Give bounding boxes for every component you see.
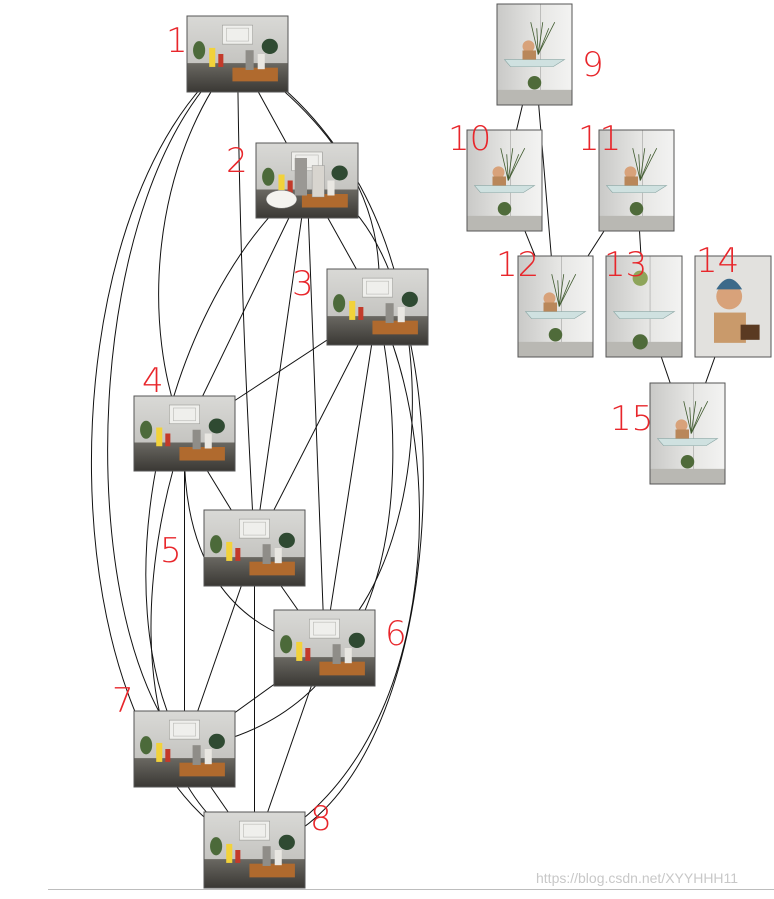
node-6-photo	[273, 609, 376, 687]
node-12-label: 12	[496, 245, 539, 285]
node-11-photo	[598, 129, 675, 232]
edge-1-6	[237, 53, 413, 649]
watermark-text: https://blog.csdn.net/XYYHHH11	[536, 870, 739, 886]
node-4-photo	[133, 395, 236, 472]
node-13-photo	[605, 255, 683, 358]
node-12-photo	[517, 255, 594, 358]
edge-1-5	[237, 53, 255, 549]
node-1-label: 1	[166, 21, 188, 61]
node-3-photo	[326, 268, 429, 346]
edge-2-4	[184, 180, 308, 434]
bottom-divider	[48, 889, 774, 890]
node-11-label: 11	[578, 119, 621, 159]
edge-3-5	[254, 306, 378, 549]
node-10-label: 10	[448, 119, 491, 159]
edge-1-7	[107, 53, 238, 750]
nodes-layer	[133, 3, 772, 889]
edge-2-5	[254, 180, 308, 549]
edge-2-6	[306, 180, 325, 649]
node-9-photo	[496, 3, 573, 106]
edge-3-7	[184, 306, 394, 750]
node-10-photo	[466, 129, 543, 232]
node-8-photo	[203, 811, 306, 889]
edge-3-8	[254, 306, 420, 851]
node-5-label: 5	[160, 531, 182, 571]
node-8-label: 8	[310, 799, 332, 839]
edge-3-6	[324, 306, 378, 649]
node-13-label: 13	[604, 245, 647, 285]
node-1-photo	[186, 15, 289, 93]
node-5-photo	[203, 509, 306, 587]
node-9-label: 9	[582, 45, 604, 85]
edge-4-8	[150, 433, 255, 851]
edge-1-4	[158, 53, 238, 434]
node-14-photo	[694, 255, 772, 358]
node-2-label: 2	[226, 141, 248, 181]
node-2-photo	[255, 142, 359, 219]
edge-2-8	[254, 180, 424, 851]
node-15-photo	[649, 382, 726, 485]
node-7-label: 7	[112, 681, 134, 721]
node-6-label: 6	[385, 614, 407, 654]
node-3-label: 3	[292, 264, 314, 304]
node-14-label: 14	[696, 241, 739, 281]
node-15-label: 15	[610, 399, 653, 439]
node-7-photo	[133, 710, 236, 788]
node-4-label: 4	[142, 361, 164, 401]
